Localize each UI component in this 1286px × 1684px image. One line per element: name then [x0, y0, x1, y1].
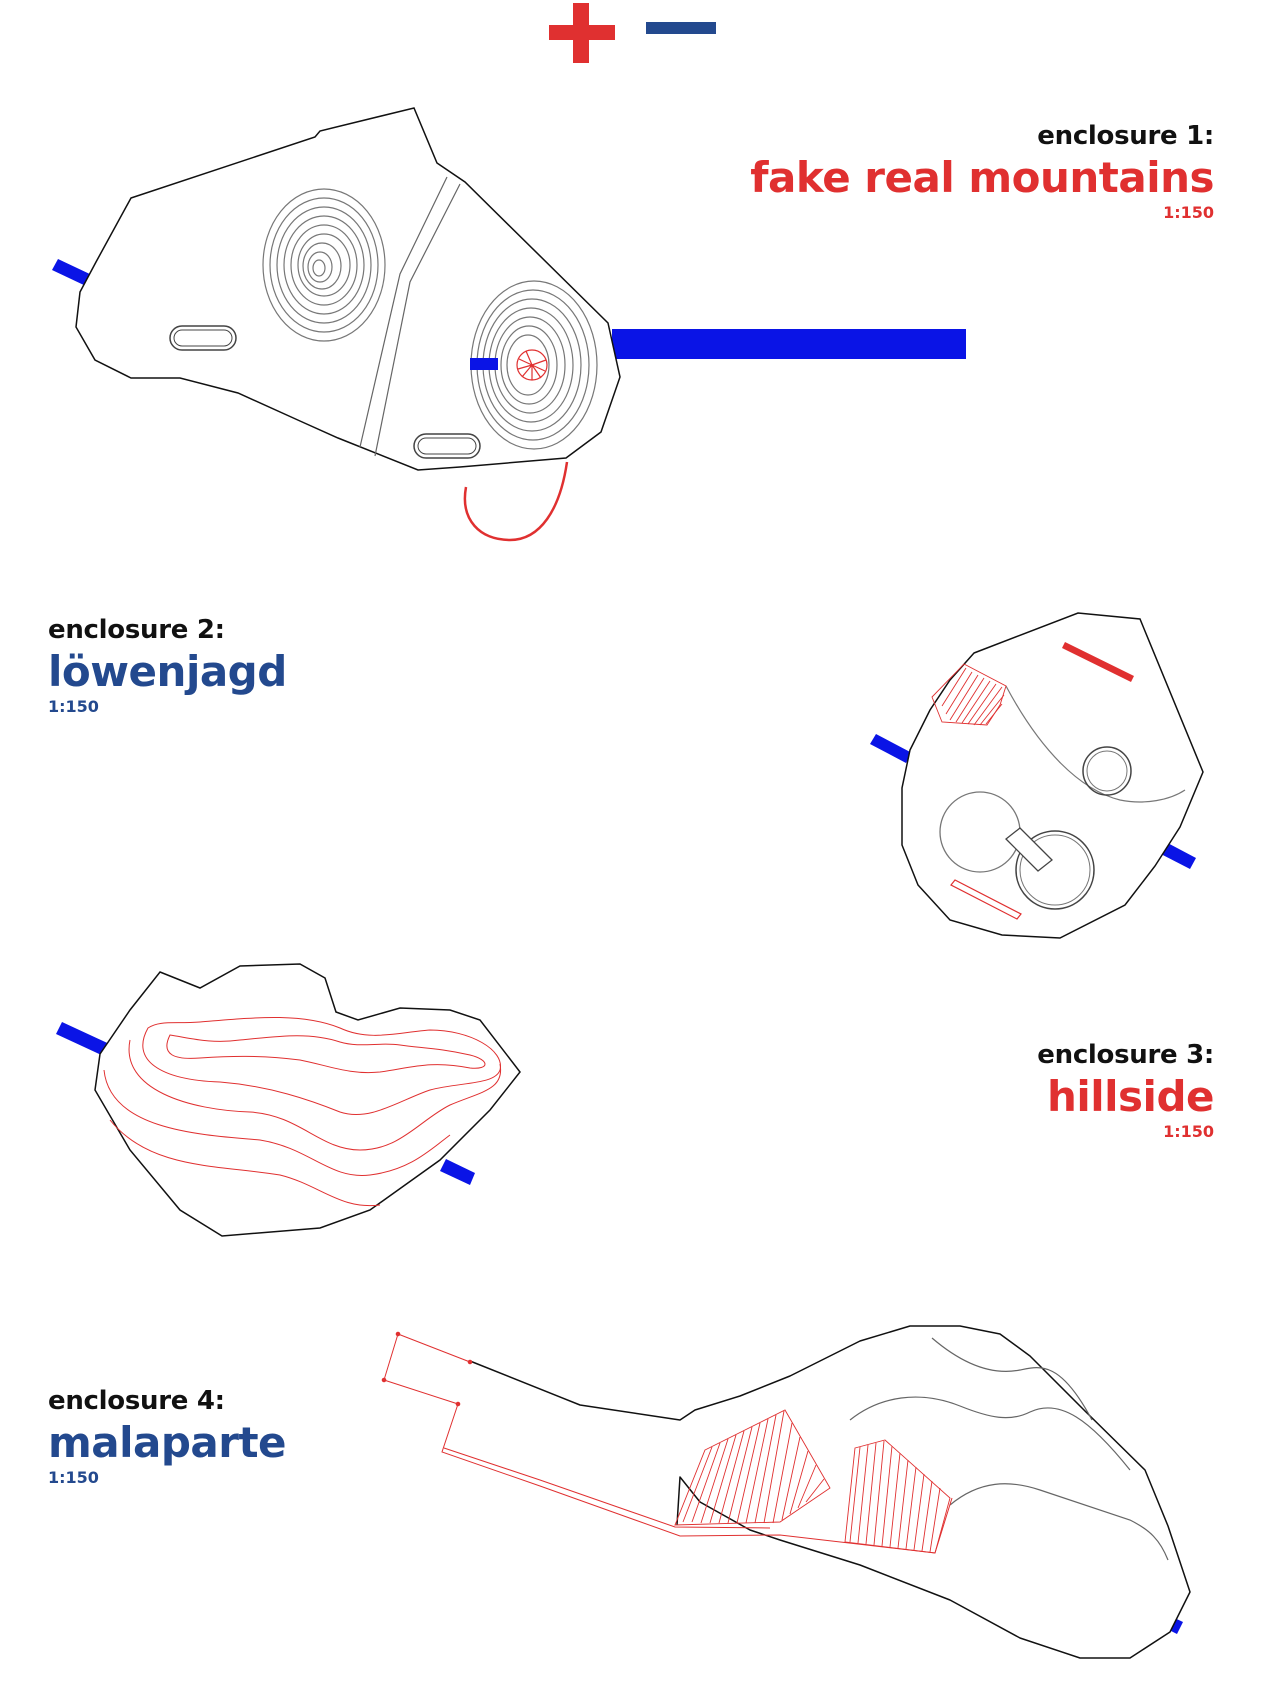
enclosure-4-hatched-steps-right [844, 1439, 951, 1554]
zoom-out-button[interactable] [645, 14, 717, 44]
enclosure-3-title: hillside [1046, 1072, 1215, 1121]
enclosure-3-entrance-left [56, 1022, 116, 1059]
enclosure-1-red-path [463, 461, 569, 542]
enclosure-2-red-bar [1062, 642, 1134, 682]
enclosure-4-plan [381, 1325, 1191, 1659]
enclosure-2-label: enclosure 2: löwenjagd 1:150 [48, 617, 287, 715]
enclosure-3-plan [56, 963, 521, 1237]
enclosure-4-kicker: enclosure 4: [48, 1386, 225, 1416]
enclosure-2-hatched-area [931, 663, 1007, 726]
enclosure-1-spiral-stair [516, 349, 548, 381]
enclosure-2-entrance-left [870, 734, 912, 763]
enclosure-1-title: fake real mountains [750, 153, 1214, 202]
minus-icon [646, 22, 716, 34]
enclosure-1-kicker: enclosure 1: [1037, 121, 1214, 151]
enclosure-3-entrance-right [440, 1159, 475, 1185]
enclosure-1-entrance-inner [470, 358, 498, 370]
enclosure-3-contours [103, 1017, 502, 1207]
enclosure-1-label: enclosure 1: fake real mountains 1:150 [750, 123, 1214, 221]
enclosure-1-mountain-left-contours [262, 188, 386, 342]
enclosure-1-scale: 1:150 [1163, 203, 1214, 222]
enclosure-3-kicker: enclosure 3: [1037, 1040, 1214, 1070]
enclosure-2-platform [1005, 827, 1053, 872]
enclosure-1-pools [169, 325, 481, 459]
enclosure-4-label: enclosure 4: malaparte 1:150 [48, 1386, 287, 1487]
enclosure-2-title: löwenjagd [48, 647, 287, 696]
enclosure-4-title: malaparte [48, 1418, 287, 1467]
plus-icon [549, 3, 615, 63]
zoom-in-button[interactable] [549, 3, 619, 66]
enclosure-4-scale: 1:150 [48, 1468, 99, 1487]
enclosure-2-kicker: enclosure 2: [48, 615, 225, 645]
enclosure-2-plan [870, 612, 1204, 939]
enclosure-1-entrance-long [612, 329, 966, 359]
enclosure-1-entrance-left [52, 259, 94, 287]
enclosure-3-scale: 1:150 [1163, 1122, 1214, 1141]
enclosure-4-outline [469, 1325, 1191, 1659]
enclosure-2-outline [901, 612, 1204, 939]
enclosure-3-label: enclosure 3: hillside 1:150 [1037, 1042, 1214, 1140]
enclosure-4-red-ramp [381, 1331, 953, 1554]
enclosure-2-scale: 1:150 [48, 697, 99, 716]
enclosure-1-plan [52, 107, 966, 542]
enclosure-4-hatched-steps-left [674, 1409, 831, 1526]
enclosure-1-divider [359, 176, 461, 457]
enclosure-1-outline [75, 107, 621, 471]
enclosure-2-red-bench [950, 879, 1022, 920]
enclosure-4-contours [849, 1337, 1169, 1561]
